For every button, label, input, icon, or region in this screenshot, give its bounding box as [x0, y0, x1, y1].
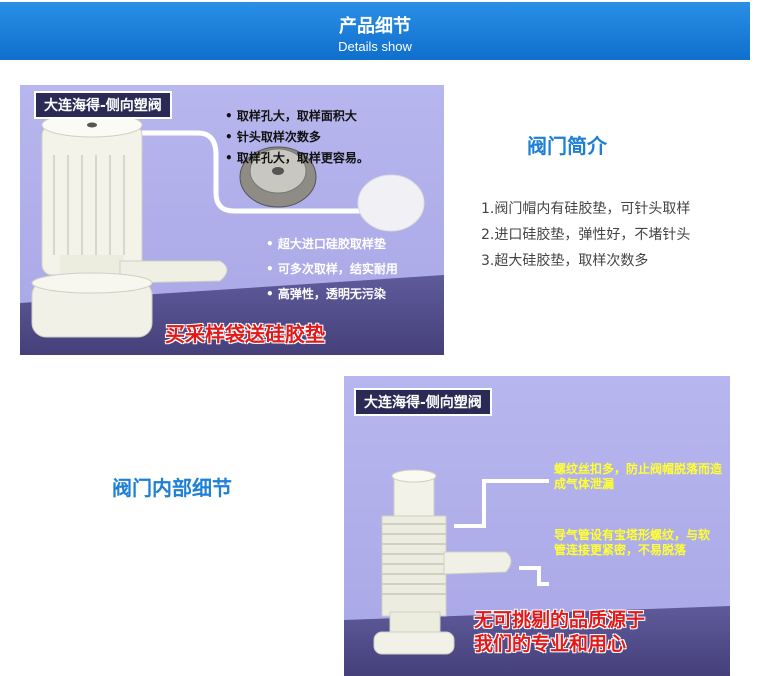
intro-item: 1.阀门帽内有硅胶垫，可针头取样: [481, 201, 691, 217]
feature-item: 高弹性，透明无污染: [266, 285, 398, 302]
banner-title: 产品细节: [339, 16, 411, 37]
section-banner: 产品细节 Details show: [0, 2, 750, 60]
feature-item: 取样孔大，取样面积大: [225, 107, 369, 124]
valve-internal-illustration: [373, 469, 549, 655]
promo-line: 无可挑剔的品质源于: [474, 609, 646, 631]
feature-item: 取样孔大，取样更容易。: [225, 149, 369, 166]
promo-text: 买采样袋送硅胶垫: [165, 322, 325, 346]
valve-photo-panel-2: 大连海得-侧向塑阀 螺纹丝扣多，防止阀帽脱落而造成气体泄漏 导气管设有宝塔形螺纹…: [344, 376, 730, 676]
feature-item: 可多次取样，结实耐用: [266, 260, 398, 277]
banner-subtitle: Details show: [338, 39, 412, 54]
intro-item: 2.进口硅胶垫，弹性好，不堵针头: [481, 227, 691, 243]
product-label: 大连海得-侧向塑阀: [34, 91, 172, 119]
pointer-line: [90, 130, 365, 214]
product-label: 大连海得-侧向塑阀: [354, 388, 492, 416]
thread-note: 螺纹丝扣多，防止阀帽脱落而造成气体泄漏: [554, 462, 723, 491]
feature-item: 针头取样次数多: [225, 128, 369, 145]
quality-promo: 无可挑剔的品质源于 我们的专业和用心: [474, 608, 645, 656]
promo-line: 我们的专业和用心: [474, 633, 627, 655]
valve-intro-list: 1.阀门帽内有硅胶垫，可针头取样 2.进口硅胶垫，弹性好，不堵针头 3.超大硅胶…: [481, 198, 690, 276]
valve-intro-heading: 阀门简介: [527, 134, 607, 158]
feature-item: 超大进口硅胶取样垫: [266, 235, 398, 252]
valve-detail-heading: 阀门内部细节: [112, 476, 232, 500]
top-feature-list: 取样孔大，取样面积大 针头取样次数多 取样孔大，取样更容易。: [225, 107, 369, 170]
intro-item: 3.超大硅胶垫，取样次数多: [481, 253, 649, 269]
pad-feature-list: 超大进口硅胶取样垫 可多次取样，结实耐用 高弹性，透明无污染: [266, 235, 398, 310]
barb-note: 导气管设有宝塔形螺纹，与软管连接更紧密，不易脱落: [554, 528, 711, 557]
valve-photo-panel-1: 大连海得-侧向塑阀 取样孔大，取样面积大 针头取样次数多 取样孔大，取样更容易。…: [20, 85, 444, 355]
